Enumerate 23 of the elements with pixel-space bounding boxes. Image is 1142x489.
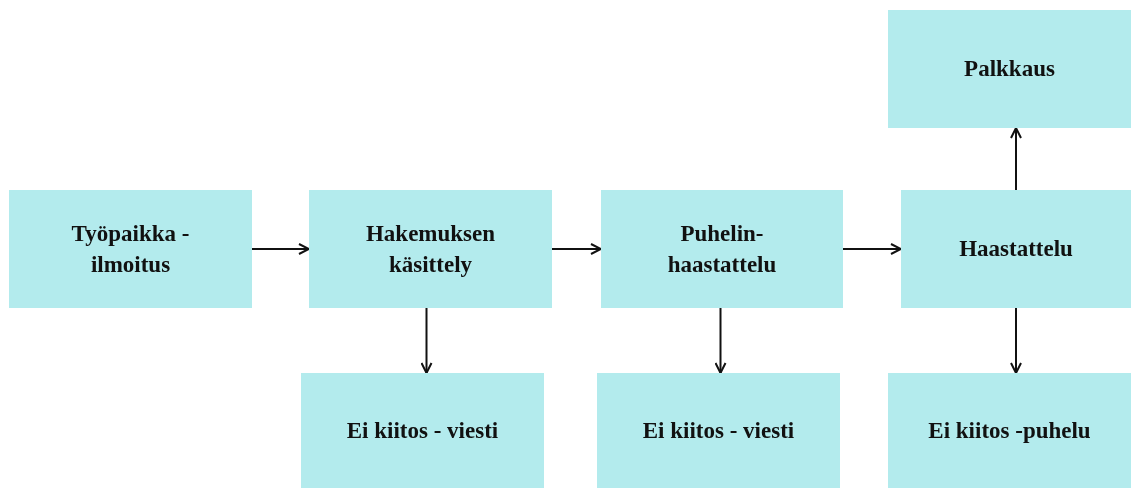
box-label: Ei kiitos - viesti — [346, 416, 499, 445]
arrow — [842, 243, 902, 255]
box-label: Hakemuksen käsittely — [364, 219, 497, 279]
box-label: Palkkaus — [964, 55, 1055, 84]
arrow — [1010, 307, 1022, 374]
arrow — [251, 243, 310, 255]
process-box — [301, 373, 544, 488]
process-box — [888, 10, 1131, 128]
arrow — [1010, 127, 1022, 191]
process-box — [9, 190, 252, 308]
process-box — [309, 190, 552, 308]
box-label: Haastattelu — [959, 235, 1073, 264]
arrow — [551, 243, 602, 255]
box-label: Työpaikka - ilmoitus — [70, 219, 191, 279]
arrow — [420, 307, 433, 374]
process-box — [901, 190, 1131, 308]
arrow — [714, 307, 727, 374]
process-box — [601, 190, 843, 308]
box-label: Puhelin- haastattelu — [666, 219, 778, 279]
box-label: Ei kiitos - viesti — [642, 416, 795, 445]
process-box — [597, 373, 840, 488]
process-box — [888, 373, 1131, 488]
box-label: Ei kiitos -puhelu — [928, 416, 1091, 445]
